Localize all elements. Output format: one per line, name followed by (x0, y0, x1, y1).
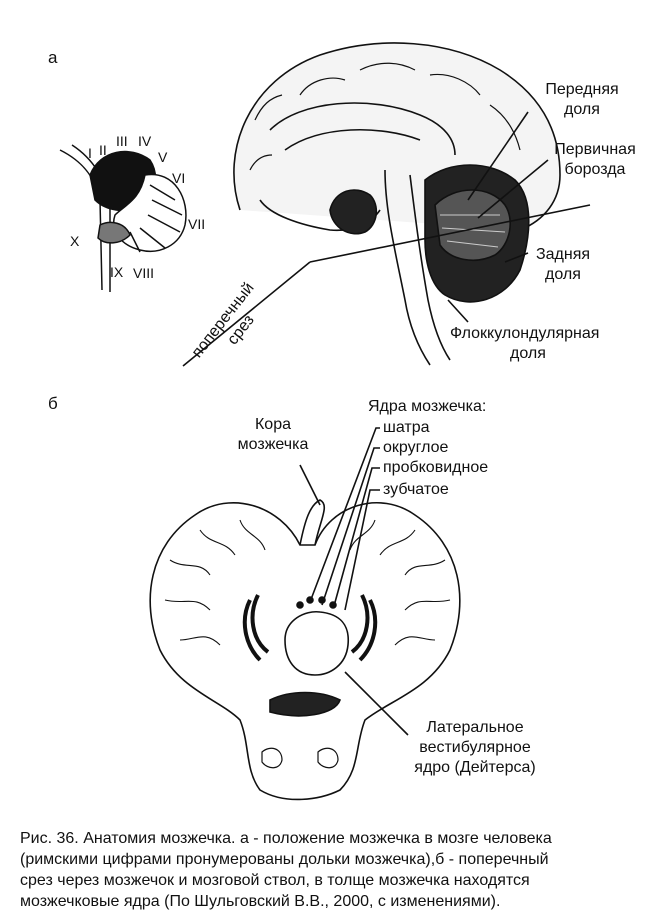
lobule-label-6: VI (172, 170, 186, 186)
posterior-lobe-line-2: доля (545, 266, 581, 283)
caption-line-2: (римскими цифрами пронумерованы дольки м… (20, 851, 549, 868)
posterior-lobe-line-1: Задняя (535, 246, 591, 263)
primary-fissure-line-1: Первичная (554, 141, 636, 158)
nucleus-fastigial: шатра (383, 419, 430, 436)
flocculonodular-line-1: Флоккулондулярная (450, 325, 600, 342)
nucleus-emboliform: пробковидное (383, 459, 489, 476)
caption-line-4: мозжечковые ядра (По Шульговский В.В., 2… (20, 893, 501, 910)
lateral-vestibular-line-3: ядро (Дейтерса) (414, 759, 536, 776)
anterior-lobe-line-1: Передняя (545, 81, 619, 98)
lobule-label-9: IX (110, 264, 124, 280)
nuclei-title: Ядра мозжечка: (368, 398, 487, 415)
cortex-label: Кора мозжечка (228, 415, 318, 455)
flocculonodular-line-2: доля (510, 345, 546, 362)
cortex-line-1: Кора (254, 416, 291, 433)
primary-fissure-label: Первичная борозда (545, 140, 645, 180)
cortex-line-2: мозжечка (237, 436, 309, 453)
figure-caption: Рис. 36. Анатомия мозжечка. а - положени… (20, 828, 650, 912)
cerebellum-lobule-diagram (59, 144, 187, 292)
primary-fissure-line-2: борозда (564, 161, 626, 178)
lobule-label-5: V (158, 149, 168, 165)
panel-a-leader-lines (182, 111, 591, 367)
lobule-label-3: III (116, 133, 128, 149)
posterior-lobe-label: Задняя доля (523, 245, 603, 285)
cerebellum-transverse-section (149, 499, 461, 801)
nucleus-dentate: зубчатое (383, 481, 449, 498)
lobule-label-4: IV (138, 133, 152, 149)
lobule-label-10: X (70, 233, 80, 249)
anterior-lobe-line-2: доля (564, 101, 600, 118)
lobule-label-2: II (99, 142, 107, 158)
lobule-label-7: VII (188, 216, 206, 232)
caption-line-1: Рис. 36. Анатомия мозжечка. а - положени… (20, 830, 552, 847)
panel-b-letter: б (48, 394, 58, 413)
lobule-label-8: VIII (133, 265, 155, 281)
lobule-label-1: I (88, 145, 92, 161)
brain-sagittal-section (233, 42, 561, 366)
panel-a-letter: а (48, 48, 58, 67)
flocculonodular-lobe-label: Флоккулондулярная доля (450, 324, 599, 364)
caption-line-3: срез через мозжечок и мозговой ствол, в … (20, 872, 530, 889)
panel-b-leader-lines (299, 427, 409, 736)
anterior-lobe-label: Передняя доля (532, 80, 632, 120)
lateral-vestibular-label: Латеральное вестибулярное ядро (Дейтерса… (400, 718, 550, 778)
nucleus-globose: округлое (383, 439, 449, 456)
lateral-vestibular-line-1: Латеральное (426, 719, 524, 736)
lateral-vestibular-line-2: вестибулярное (419, 739, 531, 756)
